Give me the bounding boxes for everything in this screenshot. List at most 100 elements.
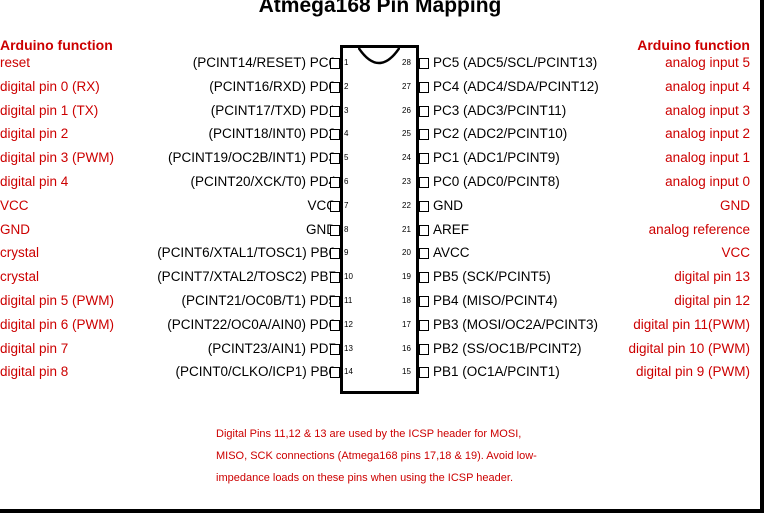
right-pin-name: AREF — [433, 221, 470, 237]
right-pin-box — [419, 319, 429, 331]
left-pin-function: digital pin 2 — [0, 126, 69, 142]
right-pin-function: digital pin 12 — [674, 293, 750, 308]
left-pin-name: VCC — [307, 197, 336, 213]
right-pin-function: analog input 3 — [665, 102, 750, 118]
right-pin-function: digital pin 13 — [674, 269, 750, 285]
left-pin-box — [330, 248, 340, 260]
chip-body — [340, 45, 419, 394]
chip-notch-icon — [358, 46, 400, 65]
left-pin-function: digital pin 4 — [0, 174, 69, 189]
left-pin-box — [330, 343, 340, 355]
right-pin-box — [419, 177, 429, 188]
right-pin-name: PC3 (ADC3/PCINT11) — [433, 102, 567, 118]
left-pin-function: GND — [0, 221, 30, 237]
right-pin-number: 27 — [402, 81, 411, 91]
right-pin-function: digital pin 11(PWM) — [633, 316, 750, 332]
left-pin-box — [330, 200, 340, 212]
right-pin-function: digital pin 10 (PWM) — [628, 340, 750, 356]
left-pin-number: 14 — [344, 367, 353, 377]
right-pin-name: PC4 (ADC4/SDA/PCINT12) — [433, 78, 599, 94]
right-pin-number: 18 — [402, 296, 411, 305]
right-pin-name: PB5 (SCK/PCINT5) — [433, 269, 551, 285]
right-pin-number: 26 — [402, 105, 411, 115]
right-pin-name: AVCC — [433, 245, 470, 261]
right-pin-number: 21 — [402, 224, 411, 234]
right-pin-box — [419, 200, 429, 212]
left-pin-function: digital pin 8 — [0, 364, 69, 380]
left-pin-box — [330, 319, 340, 331]
left-pin-number: 11 — [344, 296, 353, 305]
right-pin-name: PC2 (ADC2/PCINT10) — [433, 126, 568, 142]
left-pin-box — [330, 272, 340, 284]
right-pin-number: 23 — [402, 177, 411, 186]
left-pin-function: crystal — [0, 245, 40, 261]
right-pin-function: analog reference — [648, 221, 750, 237]
left-pin-name: (PCINT22/OC0A/AIN0) PD6 — [167, 316, 336, 332]
left-pin-name: (PCINT23/AIN1) PD7 — [207, 340, 336, 356]
left-pin-number: 5 — [344, 153, 349, 163]
right-pin-box — [419, 296, 429, 307]
right-pin-number: 16 — [402, 343, 411, 353]
left-pin-function: digital pin 3 (PWM) — [0, 150, 115, 166]
right-pin-function: analog input 2 — [665, 126, 750, 142]
left-pin-name: (PCINT17/TXD) PD1 — [210, 102, 336, 118]
left-pin-function: digital pin 0 (RX) — [0, 78, 100, 94]
left-pin-function: VCC — [0, 197, 29, 213]
right-pin-name: PB4 (MISO/PCINT4) — [433, 293, 558, 308]
left-pin-function: digital pin 5 (PWM) — [0, 293, 115, 308]
left-pin-number: 12 — [344, 319, 353, 329]
left-pin-name: (PCINT6/XTAL1/TOSC1) PB6 — [157, 245, 336, 261]
right-pin-name: PC0 (ADC0/PCINT8) — [433, 174, 560, 189]
left-pin-name: (PCINT14/RESET) PC6 — [192, 55, 336, 70]
right-pin-function: analog input 0 — [665, 174, 750, 189]
note-line: MISO, SCK connections (Atmega168 pins 17… — [216, 450, 537, 462]
left-pin-box — [330, 129, 340, 141]
diagram-title: Atmega168 Pin Mapping — [258, 0, 502, 17]
left-pin-number: 1 — [344, 58, 349, 67]
right-pin-number: 15 — [402, 367, 411, 377]
left-pin-box — [330, 177, 340, 188]
left-pin-name: (PCINT16/RXD) PD0 — [209, 78, 336, 94]
right-pin-name: PC5 (ADC5/SCL/PCINT13) — [433, 55, 598, 70]
right-pin-number: 28 — [402, 58, 411, 67]
right-header: Arduino function — [637, 37, 750, 53]
left-pin-function: reset — [0, 55, 31, 70]
right-pin-box — [419, 105, 429, 117]
left-pin-function: crystal — [0, 269, 40, 285]
left-pin-number: 13 — [344, 343, 353, 353]
right-pin-function: GND — [720, 197, 750, 213]
right-pin-number: 20 — [402, 248, 411, 258]
left-pin-box — [330, 367, 340, 379]
left-pin-name: GND — [306, 221, 336, 237]
right-pin-box — [419, 272, 429, 284]
left-pin-name: (PCINT19/OC2B/INT1) PD3 — [167, 150, 336, 166]
left-pin-box — [330, 105, 340, 117]
left-pin-number: 8 — [344, 224, 349, 234]
left-pin-box — [330, 224, 340, 236]
left-pin-name: (PCINT20/XCK/T0) PD4 — [190, 174, 336, 189]
left-pin-box — [330, 153, 340, 165]
left-pin-number: 4 — [344, 129, 349, 139]
left-pin-name: (PCINT0/CLKO/ICP1) PB0 — [175, 364, 336, 380]
left-header: Arduino function — [0, 37, 113, 53]
right-pin-number: 25 — [402, 129, 411, 139]
left-pin-function: digital pin 1 (TX) — [0, 102, 99, 118]
right-pin-function: analog input 5 — [665, 55, 750, 70]
left-pin-number: 6 — [344, 177, 349, 186]
left-pin-box — [330, 58, 340, 69]
left-pin-name: (PCINT18/INT0) PD2 — [208, 126, 336, 142]
right-pin-number: 22 — [402, 200, 411, 210]
left-pin-number: 3 — [344, 105, 349, 115]
right-pin-name: PC1 (ADC1/PCINT9) — [433, 150, 560, 166]
left-pin-name: (PCINT21/OC0B/T1) PD5 — [181, 293, 336, 308]
right-pin-name: GND — [433, 197, 463, 213]
right-pin-function: digital pin 9 (PWM) — [635, 364, 750, 380]
right-pin-number: 19 — [402, 272, 411, 282]
right-pin-function: analog input 4 — [665, 78, 750, 94]
left-pin-number: 10 — [344, 272, 353, 282]
right-pin-box — [419, 129, 429, 141]
right-pin-function: VCC — [721, 245, 750, 261]
left-pin-box — [330, 81, 340, 93]
note-line: impedance loads on these pins when using… — [216, 472, 513, 484]
right-pin-box — [419, 367, 429, 379]
